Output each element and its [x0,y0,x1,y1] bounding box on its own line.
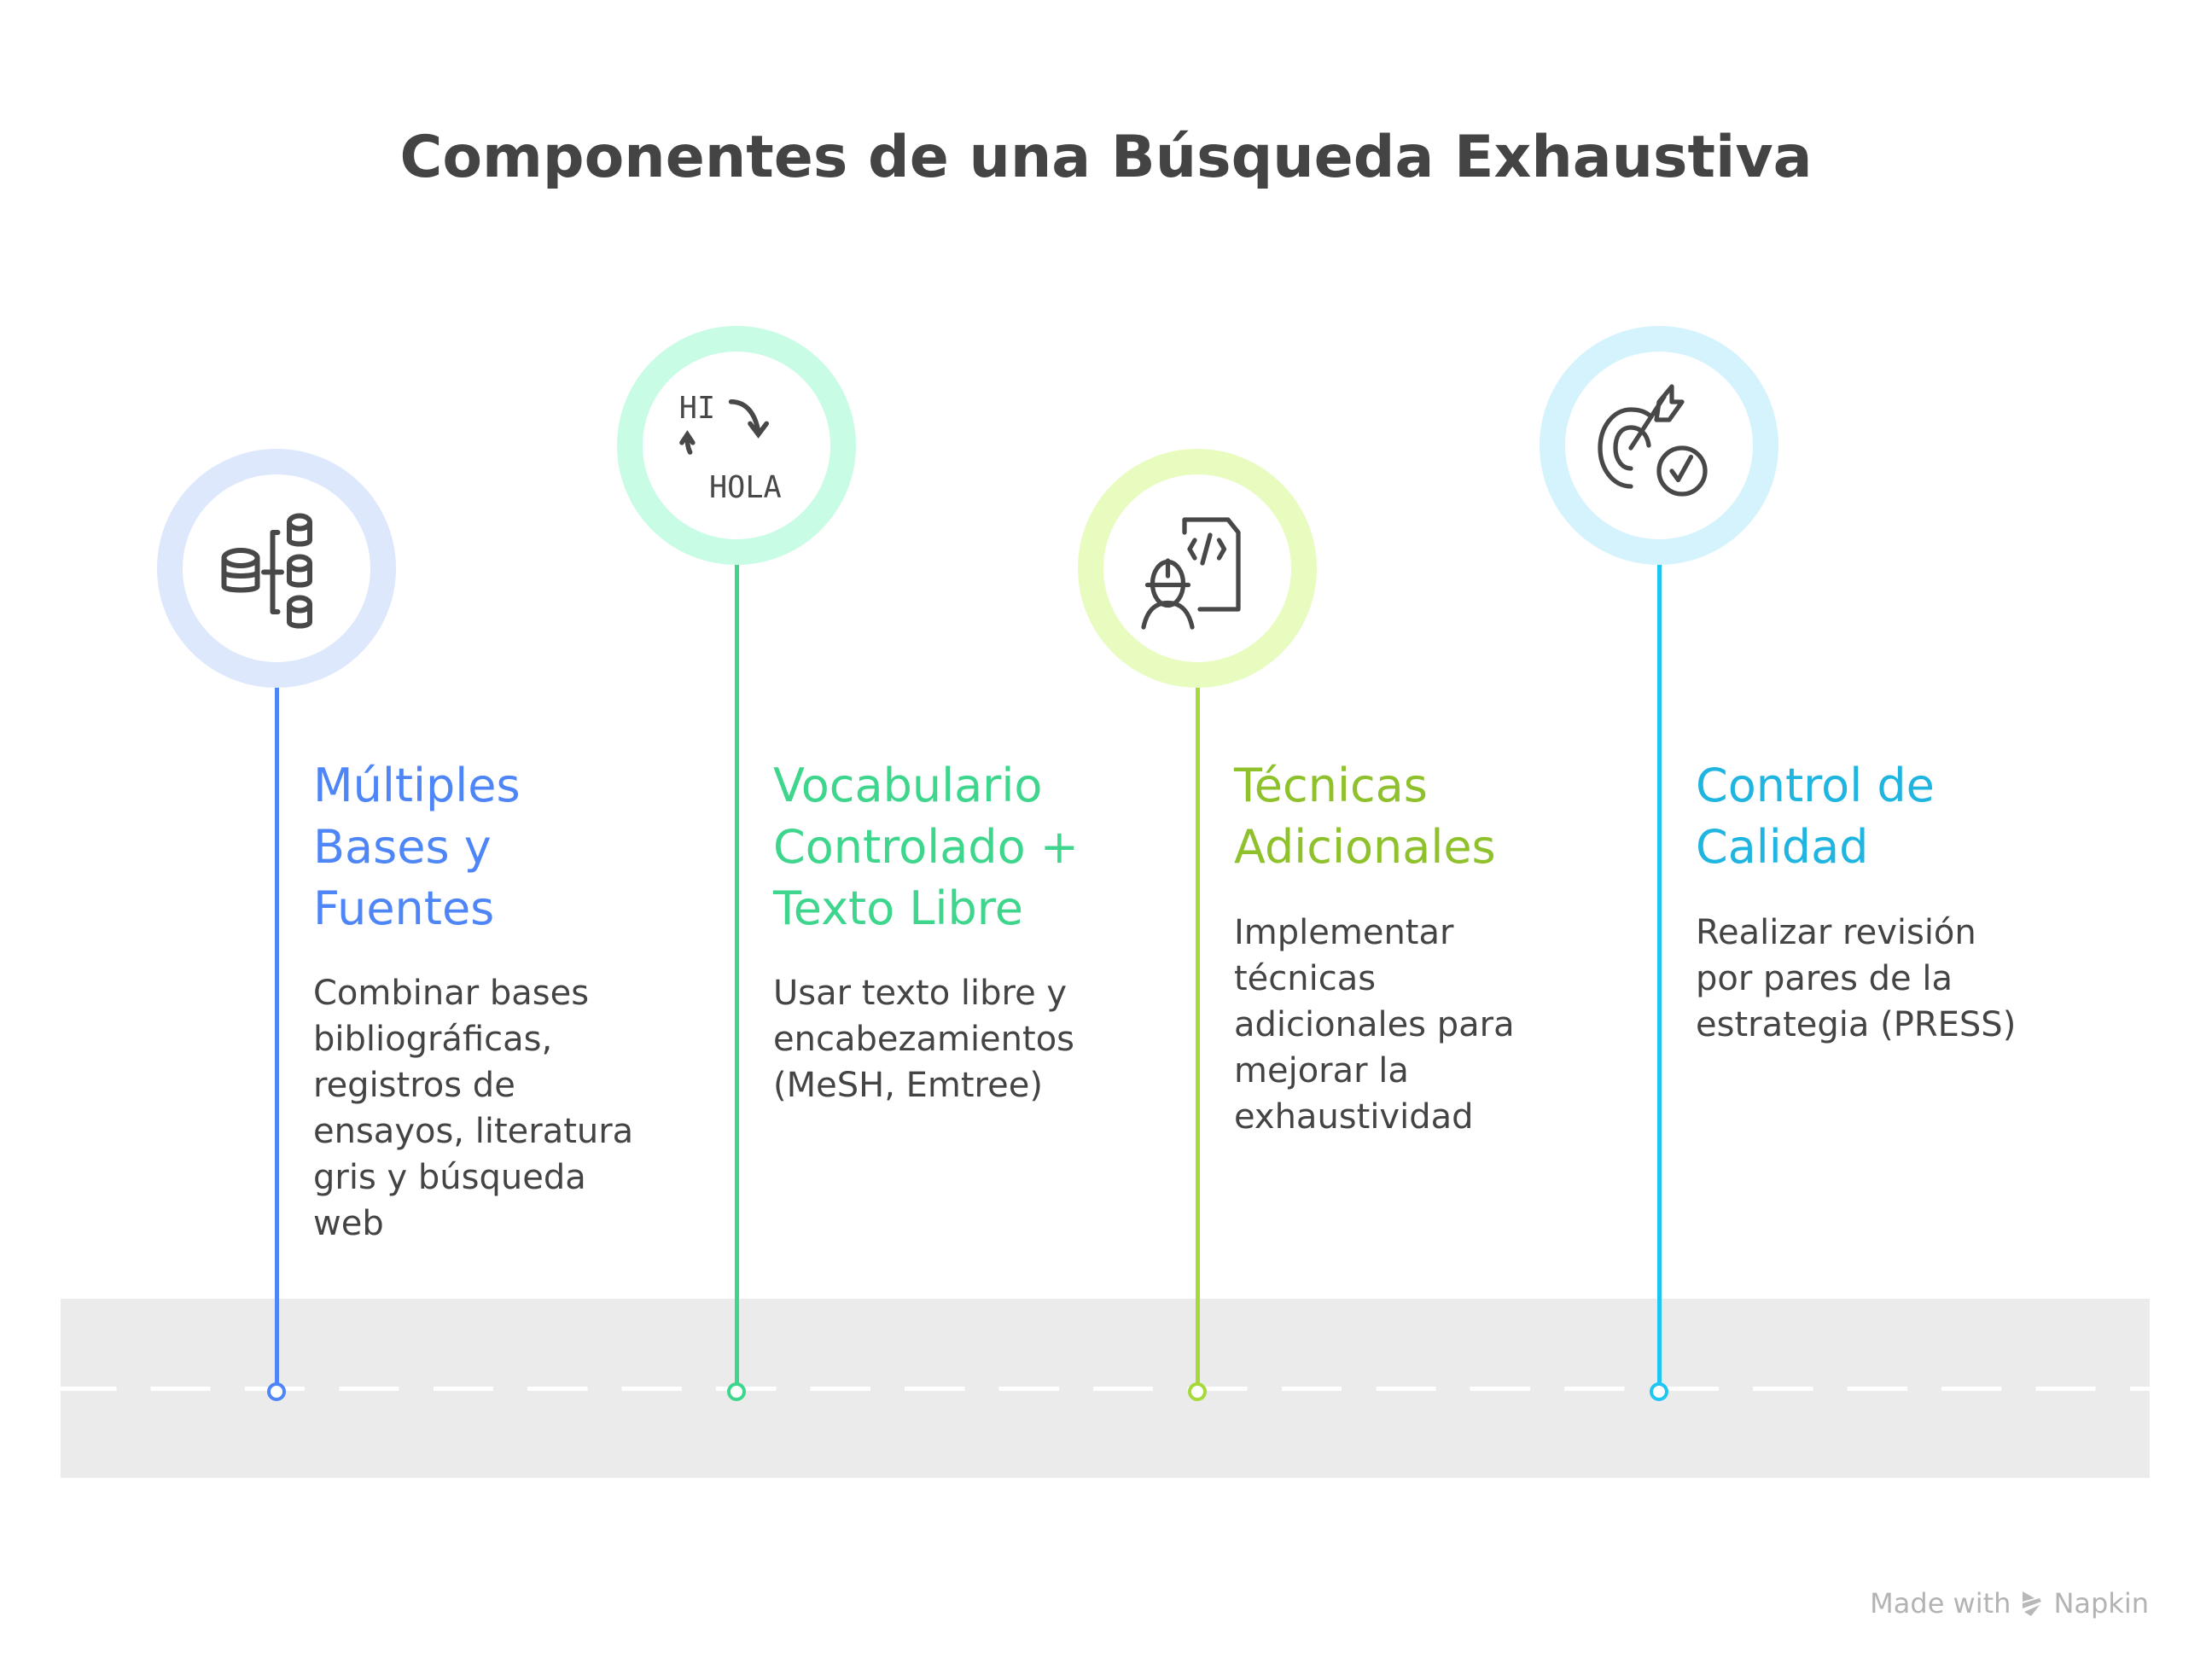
body-line: estrategia (PRESS) [1696,1005,2017,1044]
body-line: Realizar revisión [1696,913,1976,952]
heading-line: Vocabulario [773,759,1043,812]
body-line: gris y búsqueda [313,1158,586,1197]
developer-code-icon [1141,517,1241,630]
road-dashed-line [61,1387,2150,1391]
heading-line: Bases y [313,820,492,874]
step-3-icon-ring [1078,449,1317,688]
step-4-heading: Control de Calidad [1696,755,2054,878]
step-4-marker [1650,1382,1668,1401]
step-2-description: Usar texto libre y encabezamientos (MeSH… [773,970,1149,1108]
step-4-icon-ring [1540,326,1778,565]
body-line: adicionales para [1234,1005,1515,1044]
body-line: registros de [313,1066,515,1105]
step-3-description: Implementar técnicas adicionales para me… [1234,910,1610,1140]
heading-line: Adicionales [1234,820,1496,874]
body-line: Implementar [1234,913,1454,952]
step-2-icon-ring: HI HOLA [617,326,856,565]
step-1-marker [267,1382,286,1401]
step-3-marker [1188,1382,1207,1401]
body-line: ensayos, literatura [313,1112,634,1151]
watermark-prefix: Made with [1870,1587,2011,1620]
step-1-connector [275,683,279,1391]
database-network-icon [221,513,312,629]
step-2-marker [727,1382,746,1401]
heading-line: Múltiples [313,759,521,812]
icon-text-hola: HOLA [709,470,782,505]
body-line: web [313,1204,384,1243]
target-check-icon [1598,384,1708,497]
body-line: técnicas [1234,959,1377,998]
heading-line: Control de [1696,759,1935,812]
step-3-heading: Técnicas Adicionales [1234,755,1592,878]
step-2-connector [735,563,739,1391]
body-line: por pares de la [1696,959,1953,998]
step-2-heading: Vocabulario Controlado + Texto Libre [773,755,1132,939]
step-4-connector [1657,563,1662,1391]
body-line: encabezamientos [773,1020,1075,1059]
heading-line: Fuentes [313,881,495,935]
translate-icon: HI HOLA [679,391,782,505]
heading-line: Controlado + [773,820,1080,874]
napkin-logo-icon [2023,1591,2042,1616]
heading-line: Calidad [1696,820,1869,874]
body-line: (MeSH, Emtree) [773,1066,1043,1105]
diagram-title: Componentes de una Búsqueda Exhaustiva [399,124,1813,191]
icon-text-hi: HI [679,391,715,426]
napkin-watermark: Made with Napkin [1870,1587,2149,1620]
watermark-brand: Napkin [2053,1587,2149,1620]
step-1-icon-ring [157,449,396,688]
body-line: bibliográficas, [313,1020,553,1059]
step-3-connector [1196,683,1200,1391]
heading-line: Texto Libre [773,881,1024,935]
step-1-heading: Múltiples Bases y Fuentes [313,755,672,939]
heading-line: Técnicas [1234,759,1428,812]
body-line: Combinar bases [313,974,590,1013]
body-line: Usar texto libre y [773,974,1068,1013]
body-line: exhaustividad [1234,1097,1474,1137]
body-line: mejorar la [1234,1051,1409,1090]
step-4-description: Realizar revisión por pares de la estrat… [1696,910,2071,1048]
step-1-description: Combinar bases bibliográficas, registros… [313,970,689,1247]
